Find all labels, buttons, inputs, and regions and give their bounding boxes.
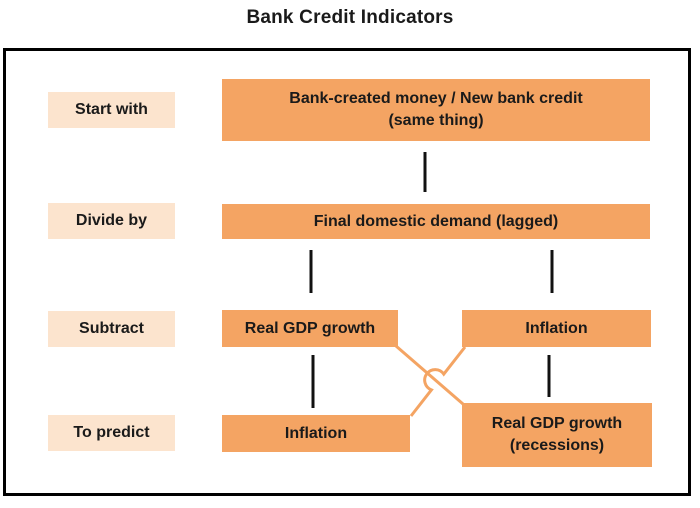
box-real-gdp-growth: Real GDP growth: [222, 310, 398, 347]
box-inflation-subtract-text: Inflation: [525, 319, 588, 337]
row-label-start-with: Start with: [48, 92, 175, 128]
row-label-start-with-text: Start with: [75, 101, 148, 118]
page-title: Bank Credit Indicators: [246, 7, 454, 28]
row-label-subtract: Subtract: [48, 311, 175, 347]
box-real-gdp-recessions: Real GDP growth (recessions): [462, 403, 652, 467]
box-real-gdp-recessions-line1: Real GDP growth: [491, 415, 623, 433]
box-inflation-subtract: Inflation: [462, 310, 651, 347]
box-final-domestic-demand: Final domestic demand (lagged): [222, 204, 650, 239]
box-real-gdp-growth-text: Real GDP growth: [244, 319, 376, 337]
row-label-to-predict-text: To predict: [73, 424, 150, 441]
box-bank-created-money: Bank-created money / New bank credit (sa…: [222, 79, 650, 141]
diagram-frame: [3, 48, 691, 496]
row-label-to-predict: To predict: [48, 415, 175, 451]
row-label-subtract-text: Subtract: [79, 320, 144, 337]
row-label-divide-by: Divide by: [48, 203, 175, 239]
box-inflation-predict-text: Inflation: [284, 424, 348, 442]
box-final-domestic-demand-text: Final domestic demand (lagged): [313, 212, 559, 230]
box-bank-created-money-line2: (same thing): [388, 112, 484, 129]
row-label-divide-by-text: Divide by: [75, 212, 148, 229]
box-real-gdp-recessions-line2: (recessions): [509, 437, 605, 454]
box-inflation-predict: Inflation: [222, 415, 410, 452]
box-bank-created-money-line1: Bank-created money / New bank credit: [289, 90, 583, 108]
